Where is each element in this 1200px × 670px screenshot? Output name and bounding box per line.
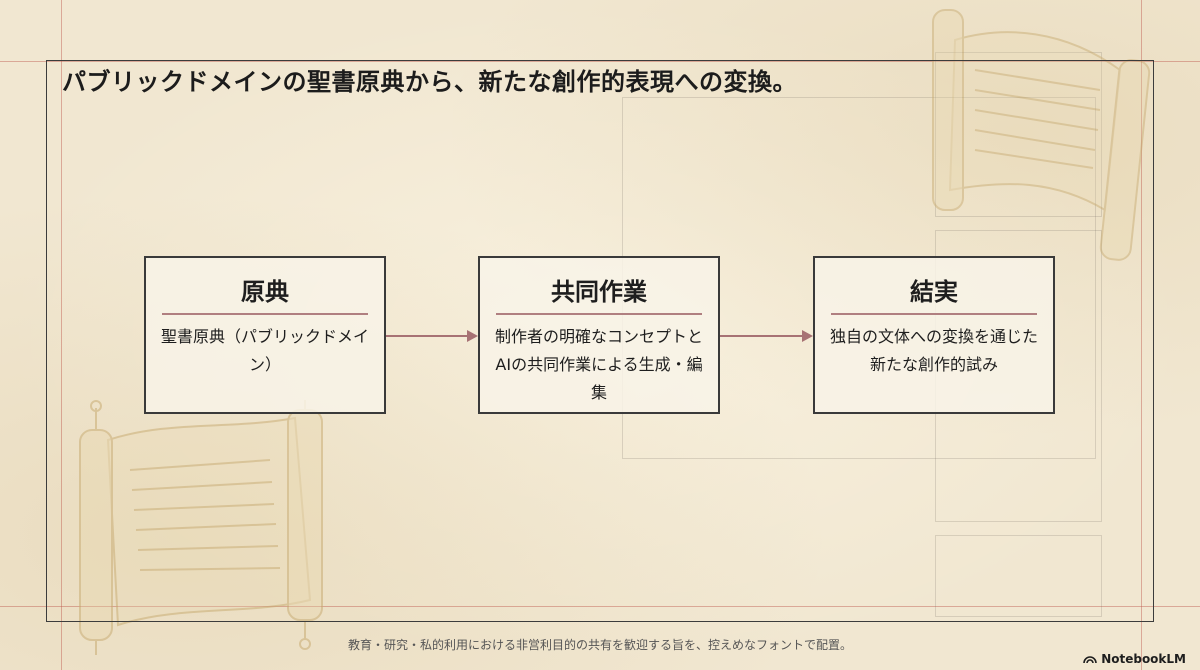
notebooklm-logo-icon bbox=[1083, 656, 1097, 664]
footer-note: 教育・研究・私的利用における非営利目的の共有を歓迎する旨を、控えめなフォントで配… bbox=[347, 638, 852, 652]
step-description: 聖書原典（パブリックドメイン） bbox=[160, 327, 369, 374]
arrow-head-icon bbox=[802, 330, 813, 342]
guide-line bbox=[0, 61, 1200, 62]
flow-step-result: 結実 独自の文体への変換を通じた新たな創作的試み bbox=[813, 256, 1055, 414]
step-description: 制作者の明確なコンセプトとAIの共同作業による生成・編集 bbox=[494, 327, 703, 402]
step-title: 原典 bbox=[241, 277, 289, 306]
ghost-panel bbox=[935, 535, 1102, 617]
arrow-line bbox=[386, 335, 468, 337]
step-description: 独自の文体への変換を通じた新たな創作的試み bbox=[829, 327, 1038, 374]
guide-line bbox=[1141, 0, 1142, 670]
guide-line bbox=[0, 606, 1200, 607]
flow-arrow bbox=[720, 330, 813, 342]
step-title-underline bbox=[162, 313, 368, 315]
scroll-illustration bbox=[79, 400, 323, 655]
step-title: 共同作業 bbox=[551, 277, 647, 306]
step-title: 結実 bbox=[910, 277, 958, 306]
scroll-illustration bbox=[932, 9, 1151, 261]
step-title-underline bbox=[831, 313, 1037, 315]
arrow-line bbox=[720, 335, 803, 337]
brand-badge: NotebookLM bbox=[1083, 652, 1186, 666]
page-title: パブリックドメインの聖書原典から、新たな創作的表現への変換。 bbox=[62, 68, 797, 96]
step-title-underline bbox=[496, 313, 702, 315]
flow-step-source: 原典 聖書原典（パブリックドメイン） bbox=[144, 256, 386, 414]
arrow-head-icon bbox=[467, 330, 478, 342]
ghost-panel bbox=[935, 52, 1102, 217]
guide-line bbox=[61, 0, 62, 670]
flow-arrow bbox=[386, 330, 478, 342]
flow-step-collaboration: 共同作業 制作者の明確なコンセプトとAIの共同作業による生成・編集 bbox=[478, 256, 720, 414]
content-frame bbox=[46, 60, 1154, 622]
brand-label: NotebookLM bbox=[1101, 652, 1186, 666]
